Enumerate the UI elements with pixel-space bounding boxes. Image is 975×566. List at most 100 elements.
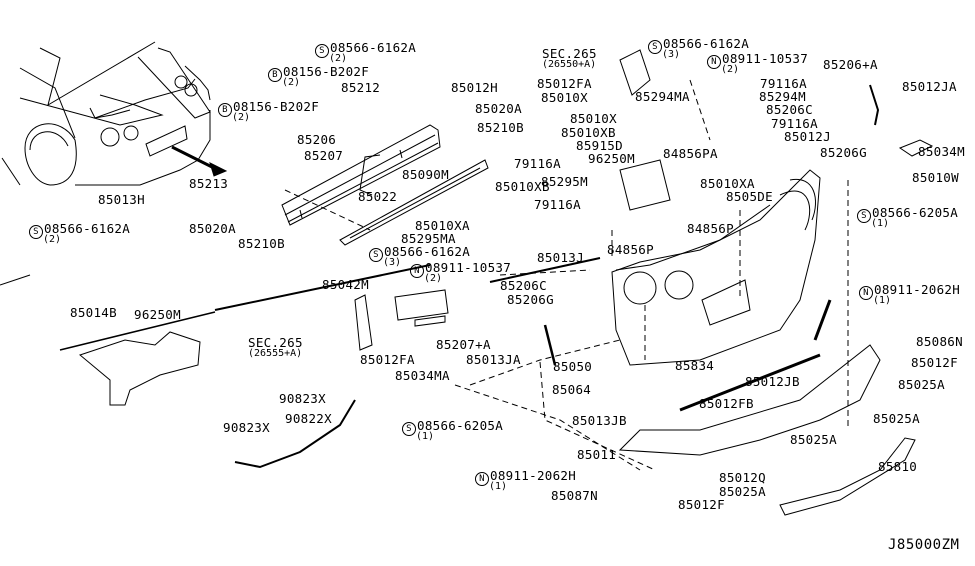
part-label[interactable]: 85034MA <box>395 369 450 382</box>
part-label[interactable]: 79116A <box>771 117 818 130</box>
part-label[interactable]: 85034M <box>918 145 965 158</box>
part-label[interactable]: 85013H <box>98 193 145 206</box>
part-label[interactable]: 85213 <box>189 177 228 190</box>
part-label[interactable]: 85090M <box>402 168 449 181</box>
part-label[interactable]: 85022 <box>358 190 397 203</box>
part-label[interactable]: 85012Q <box>719 471 766 484</box>
brackets <box>78 49 671 406</box>
part-number: 85025A <box>873 411 920 426</box>
part-number: 79116A <box>771 116 818 131</box>
part-label[interactable]: 85010X <box>541 91 588 104</box>
part-label[interactable]: 85294MA <box>635 90 690 103</box>
part-label[interactable]: 85011 <box>577 448 616 461</box>
part-label[interactable]: 85206+A <box>823 58 878 71</box>
part-label[interactable]: 85206C <box>500 279 547 292</box>
part-label[interactable]: 84856P <box>607 243 654 256</box>
part-label[interactable]: 96250M <box>588 152 635 165</box>
part-number: 08911-10537 <box>425 260 512 275</box>
part-label[interactable]: 85010XB <box>495 180 550 193</box>
part-label[interactable]: 85025A <box>873 412 920 425</box>
part-label[interactable]: 85010X <box>570 112 617 125</box>
part-label[interactable]: 85064 <box>552 383 591 396</box>
part-label[interactable]: 85010XA <box>415 219 470 232</box>
part-label[interactable]: 85210B <box>477 121 524 134</box>
part-number: 08911-2062H <box>490 468 577 483</box>
part-label[interactable]: 85012J <box>784 130 831 143</box>
part-label[interactable]: 85012JA <box>902 80 957 93</box>
part-label[interactable]: 85295M <box>541 175 588 188</box>
part-label[interactable]: 85206C <box>766 103 813 116</box>
part-label[interactable]: 85020A <box>189 222 236 235</box>
part-label[interactable]: 79116A <box>514 157 561 170</box>
part-label[interactable]: 85206G <box>820 146 867 159</box>
part-label[interactable]: 85050 <box>553 360 592 373</box>
part-label[interactable]: 85010W <box>912 171 959 184</box>
part-label[interactable]: 85013JA <box>466 353 521 366</box>
part-label[interactable]: 85810 <box>878 460 917 473</box>
part-label[interactable]: 85206G <box>507 293 554 306</box>
part-label[interactable]: 85086N <box>916 335 963 348</box>
part-label[interactable]: 85294M <box>759 90 806 103</box>
part-label[interactable]: 85013JB <box>572 414 627 427</box>
part-label[interactable]: 90823X <box>279 392 326 405</box>
part-label[interactable]: 85012FA <box>360 353 415 366</box>
part-number: 85025A <box>790 432 837 447</box>
part-label[interactable]: 85212 <box>341 81 380 94</box>
part-label[interactable]: 85042M <box>322 278 369 291</box>
part-label[interactable]: SEC.265 <box>542 47 597 60</box>
part-label[interactable]: 85207 <box>304 149 343 162</box>
part-label[interactable]: 85012JB <box>745 375 800 388</box>
part-number: 85210B <box>238 236 285 251</box>
part-number: 84856PA <box>663 146 718 161</box>
part-label[interactable]: 85295MA <box>401 232 456 245</box>
part-label[interactable]: 79116A <box>760 77 807 90</box>
part-label[interactable]: 85012F <box>911 356 958 369</box>
part-label[interactable]: 90823X <box>223 421 270 434</box>
part-label[interactable]: 85012H <box>451 81 498 94</box>
part-number: 85206G <box>507 292 554 307</box>
part-label[interactable]: 8505DE <box>726 190 773 203</box>
part-label[interactable]: 84856P <box>687 222 734 235</box>
part-label[interactable]: 85025A <box>898 378 945 391</box>
part-label[interactable]: 85014B <box>70 306 117 319</box>
part-number: 85012J <box>784 129 831 144</box>
part-label[interactable]: SEC.265 <box>248 336 303 349</box>
part-label[interactable]: 90822X <box>285 412 332 425</box>
part-label[interactable]: 85012FB <box>699 397 754 410</box>
part-label[interactable]: 84856PA <box>663 147 718 160</box>
part-number: 85013JA <box>466 352 521 367</box>
part-label[interactable]: 85025A <box>790 433 837 446</box>
fastener-type-icon: S <box>369 248 383 262</box>
part-label[interactable]: 85012FA <box>537 77 592 90</box>
part-label[interactable]: 85834 <box>675 359 714 372</box>
part-label[interactable]: 85206 <box>297 133 336 146</box>
part-label[interactable]: 85010XA <box>700 177 755 190</box>
part-label[interactable]: 85210B <box>238 237 285 250</box>
part-label[interactable]: 85087N <box>551 489 598 502</box>
part-label[interactable]: 85013J <box>537 251 584 264</box>
part-label[interactable]: 85915D <box>576 139 623 152</box>
part-label[interactable]: 85025A <box>719 485 766 498</box>
part-label[interactable]: 85012F <box>678 498 725 511</box>
part-number: 08566-6162A <box>330 40 417 55</box>
part-quantity: (1) <box>871 218 890 229</box>
part-number: 08566-6162A <box>44 221 131 236</box>
part-label[interactable]: 85010XB <box>561 126 616 139</box>
part-label[interactable]: 96250M <box>134 308 181 321</box>
part-number: 85013H <box>98 192 145 207</box>
part-label[interactable]: 79116A <box>534 198 581 211</box>
part-label[interactable]: 85020A <box>475 102 522 115</box>
part-label[interactable]: 85207+A <box>436 338 491 351</box>
